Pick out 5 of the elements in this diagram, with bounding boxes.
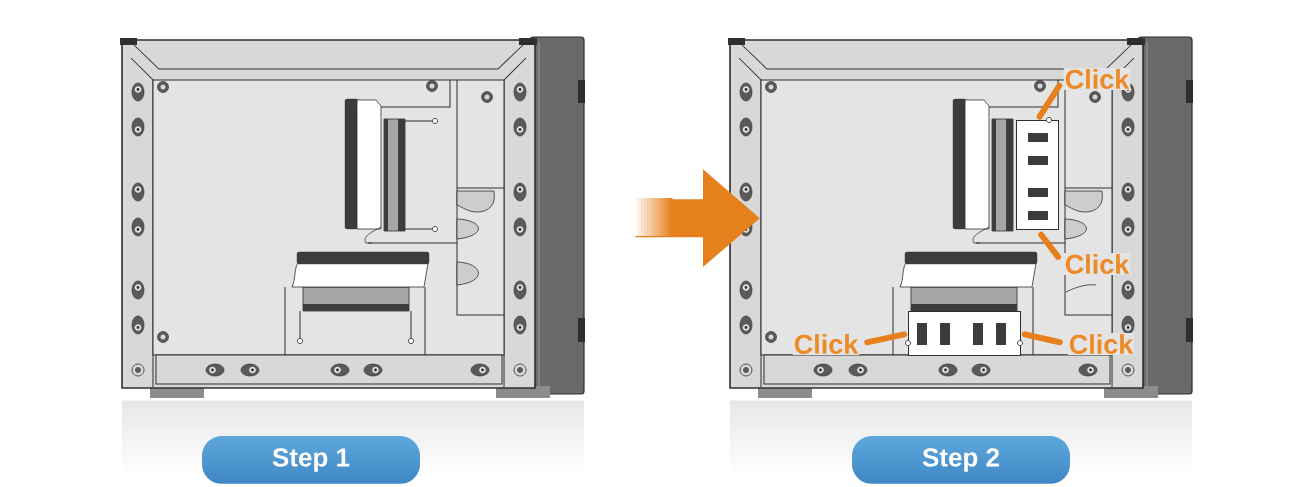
step-label: Step 2	[922, 448, 999, 472]
leader-line	[1036, 82, 1063, 120]
nas-chassis-drawing	[120, 36, 585, 398]
click-label: Click	[1063, 68, 1131, 90]
step-label: Step 1	[272, 448, 350, 472]
